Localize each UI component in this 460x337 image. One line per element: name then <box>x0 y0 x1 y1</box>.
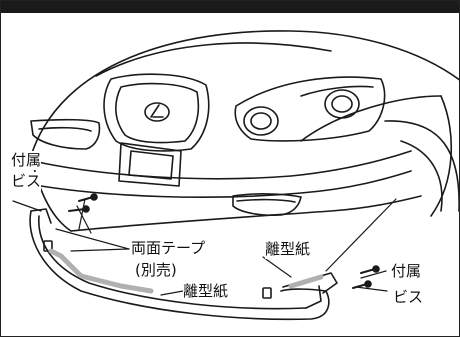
screws-label-left: ビス <box>11 172 42 191</box>
headlamp-right <box>234 76 386 142</box>
header-bar <box>1 1 459 13</box>
front-bumper <box>32 142 412 216</box>
supplied-label-right: 付属 <box>391 262 422 281</box>
double-sided-tape-label: 両面テープ <box>131 239 206 258</box>
screw-icon <box>68 193 98 213</box>
supplied-label-left: 付属 <box>11 151 42 170</box>
screw-icon <box>352 265 380 289</box>
release-paper-label-right: 離型紙 <box>265 240 311 259</box>
lip-spoiler <box>29 208 338 321</box>
sold-separately-label: (別売) <box>135 261 177 280</box>
headlamp-left <box>30 118 101 150</box>
screws-label-right: ビス <box>393 288 424 307</box>
car-body-outline <box>30 30 459 232</box>
front-grille <box>103 73 210 152</box>
release-paper-label-bottom: 離型紙 <box>183 282 229 301</box>
double-sided-tape <box>48 248 324 294</box>
lexus-emblem-icon <box>144 102 170 122</box>
